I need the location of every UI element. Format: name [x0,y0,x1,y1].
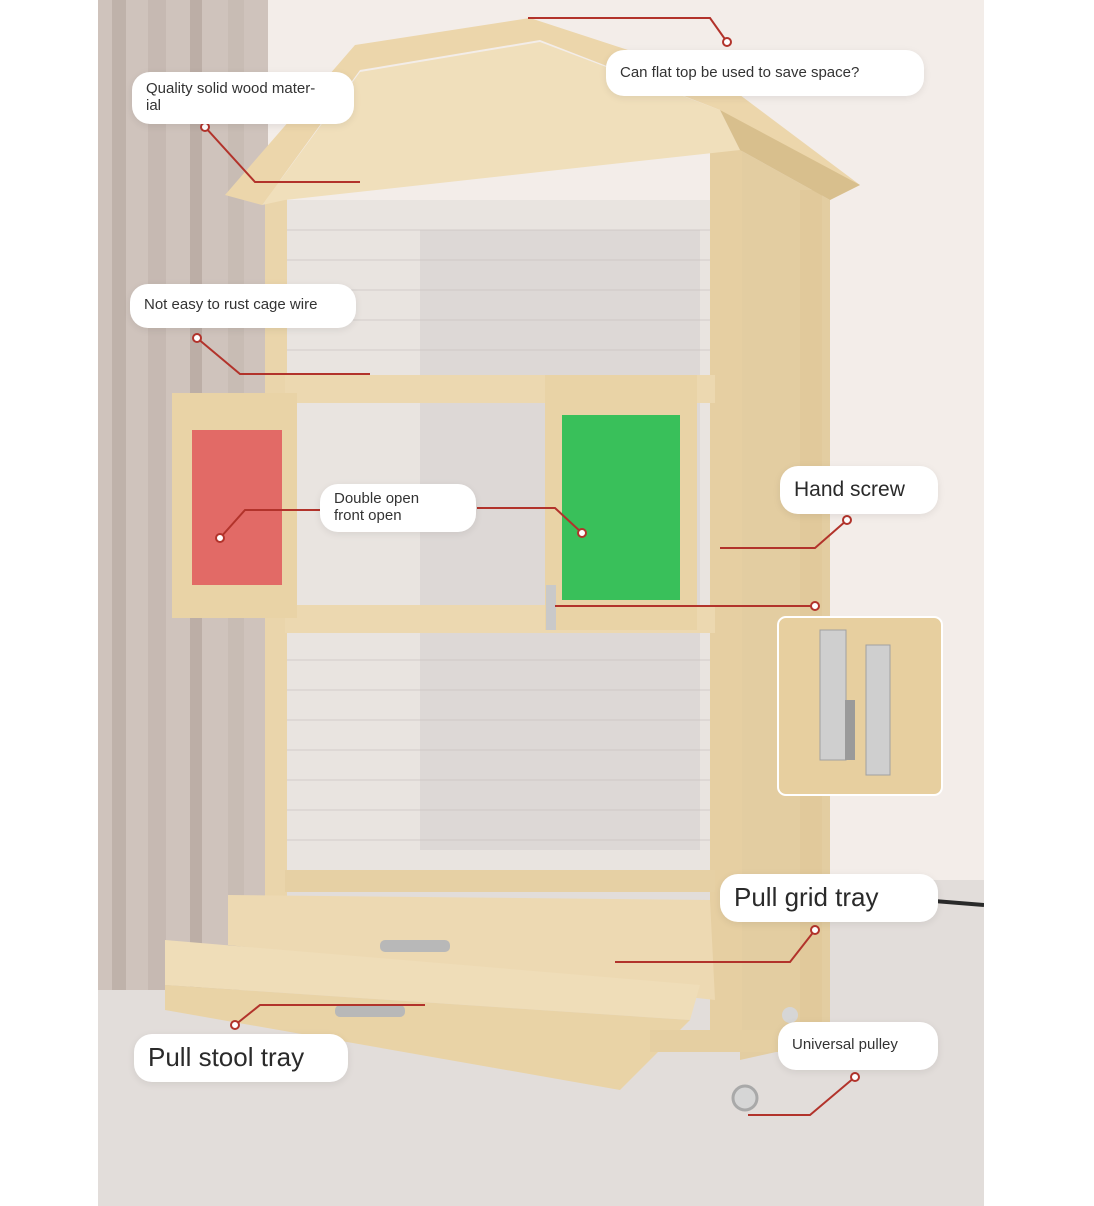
callout-universal-pulley: Universal pulley [778,1022,938,1070]
callout-double-open: Double open front open [320,484,476,532]
callout-pull-grid-tray: Pull grid tray [720,874,938,922]
callout-solid-wood: Quality solid wood mater- ial [132,72,354,124]
callout-flat-top: Can flat top be used to save space? [606,50,924,96]
callout-hand-screw: Hand screw [780,466,938,514]
callout-pull-stool-tray: Pull stool tray [134,1034,348,1082]
callout-cage-wire: Not easy to rust cage wire [130,284,356,328]
bird-cage-illustration [98,0,984,1206]
product-photo [98,0,984,1206]
latch-detail-inset [777,616,943,796]
